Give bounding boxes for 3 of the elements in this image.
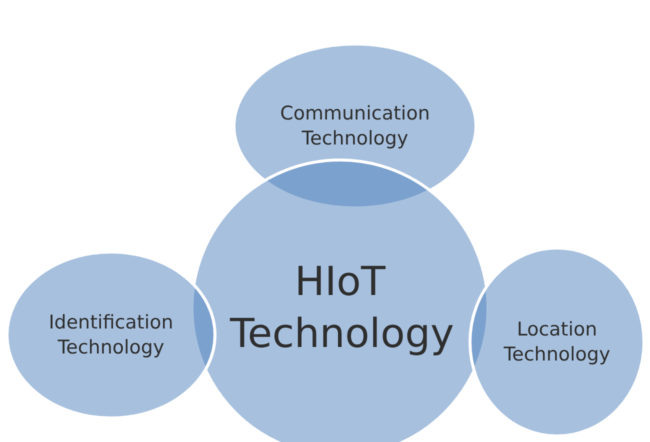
circle-label: Identification Technology <box>48 310 174 360</box>
circle-label: Location Technology <box>502 317 612 367</box>
circle-label: Communication Technology <box>279 101 431 151</box>
